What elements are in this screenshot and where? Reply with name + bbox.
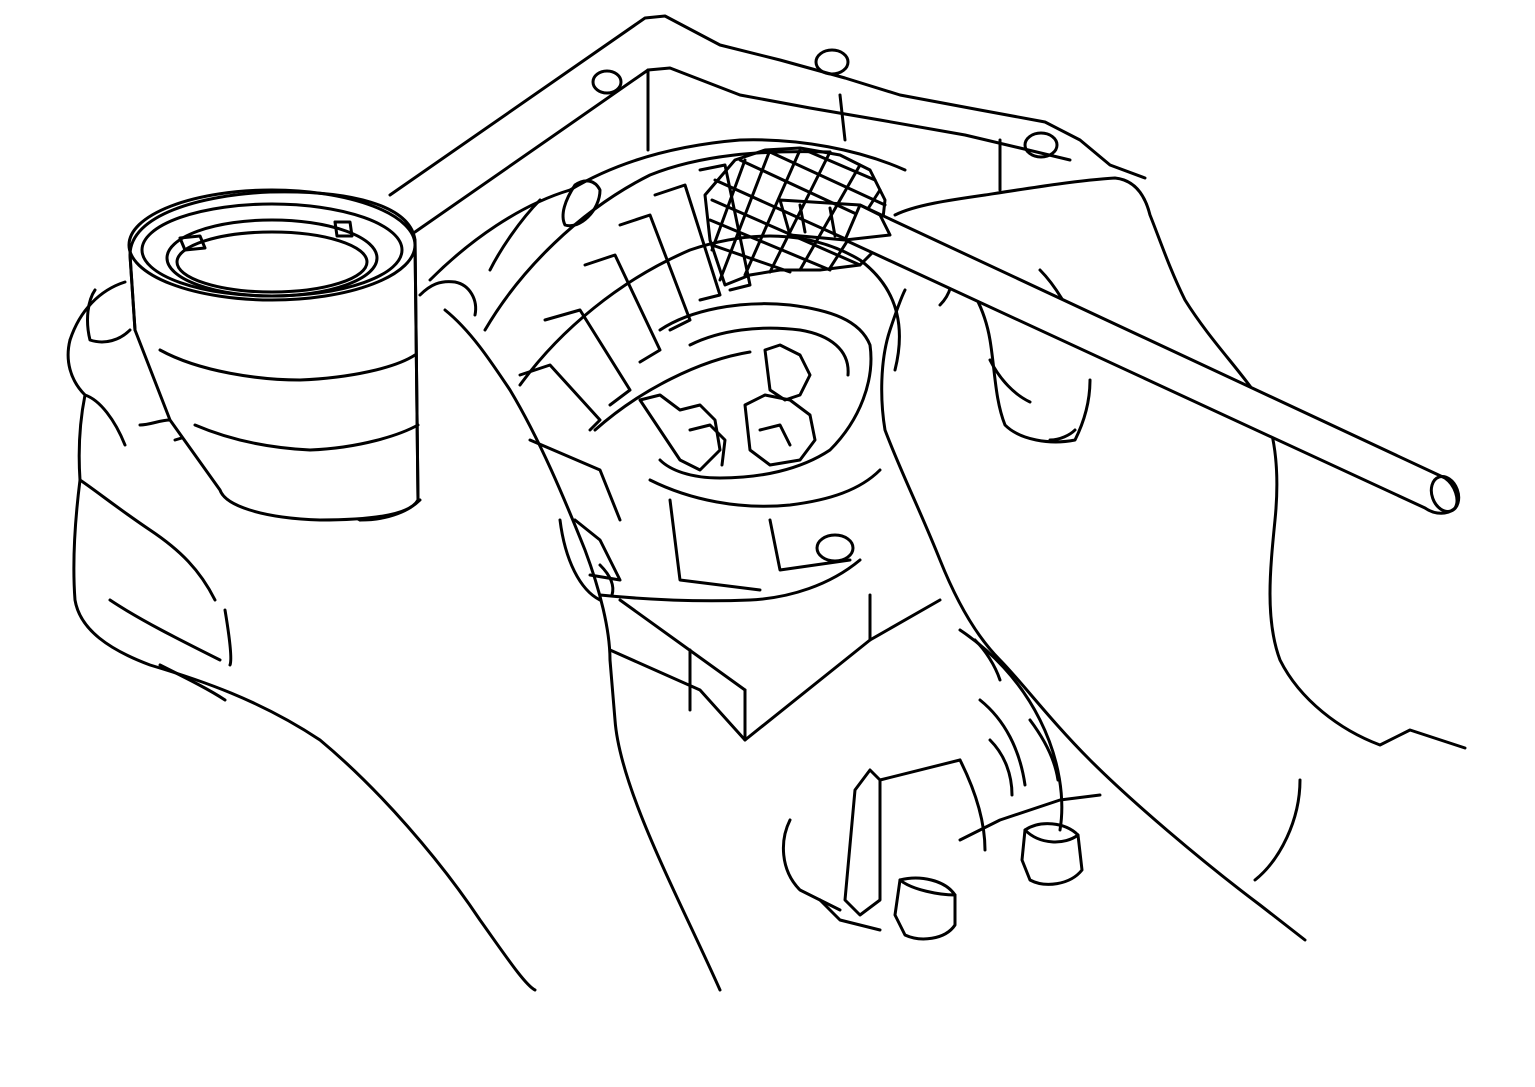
rod-tip — [1429, 475, 1461, 513]
flange-bolt-hole-1 — [591, 69, 623, 95]
tool-rod — [778, 198, 1461, 515]
flange-bolt-hole-2 — [814, 48, 850, 76]
ring-gear — [518, 163, 752, 597]
differential-housing — [428, 138, 942, 742]
sleeve-part — [127, 188, 420, 522]
lower-housing — [781, 628, 1102, 941]
differential-case — [638, 302, 882, 592]
flange-bolt-hole-3 — [1023, 131, 1059, 159]
gear-mesh-hatching — [703, 146, 887, 287]
flange-bolt-hole-4 — [815, 533, 855, 563]
